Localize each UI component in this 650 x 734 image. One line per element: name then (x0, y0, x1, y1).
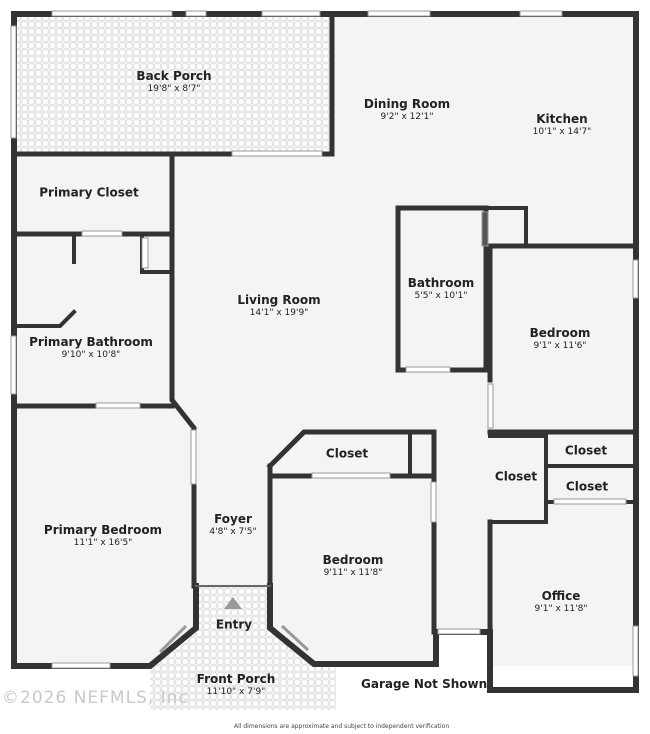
room-kitchen: Kitchen 10'1" x 14'7" (533, 112, 592, 138)
garage-note: Garage Not Shown (361, 677, 488, 691)
disclaimer-text: All dimensions are approximate and subje… (234, 723, 450, 730)
back-porch-tile (14, 14, 332, 154)
room-name: Front Porch (196, 671, 276, 686)
room-closet-right-top: Closet (565, 444, 607, 459)
room-living-room: Living Room 14'1" x 19'9" (237, 293, 320, 319)
room-name: Bedroom (529, 325, 591, 340)
room-name: Primary Bedroom (43, 522, 163, 537)
room-name: Office (541, 588, 581, 603)
room-name: Kitchen (536, 111, 588, 126)
room-dims: 10'1" x 14'7" (532, 126, 592, 137)
room-name: Closet (494, 469, 538, 484)
room-primary-bedroom: Primary Bedroom 11'1" x 16'5" (44, 523, 162, 549)
walls (11, 11, 639, 693)
room-dims: 4'8" x 7'5" (209, 526, 257, 537)
room-name: Closet (564, 443, 608, 458)
room-name: Closet (565, 479, 609, 494)
room-name: Bathroom (407, 275, 475, 290)
room-name: Living Room (237, 292, 321, 307)
room-name: Closet (325, 446, 369, 461)
room-dims: 5'5" x 10'1" (414, 290, 468, 301)
room-office: Office 9'1" x 11'8" (535, 589, 588, 615)
room-back-porch: Back Porch 19'8" x 8'7" (136, 69, 211, 95)
room-dining-room: Dining Room 9'2" x 12'1" (364, 97, 450, 123)
windows (10, 10, 639, 677)
room-bathroom: Bathroom 5'5" x 10'1" (408, 276, 474, 302)
room-name: Primary Closet (39, 185, 139, 200)
room-closet-right-mid: Closet (495, 470, 537, 485)
room-primary-closet: Primary Closet (39, 186, 139, 201)
room-bedroom-right: Bedroom 9'1" x 11'6" (530, 326, 591, 352)
room-name: Dining Room (363, 96, 451, 111)
room-closet-mid: Closet (326, 447, 368, 462)
room-dims: 9'2" x 12'1" (380, 111, 434, 122)
room-dims: 9'11" x 11'8" (323, 567, 383, 578)
room-foyer: Foyer 4'8" x 7'5" (209, 512, 256, 538)
room-name: Foyer (214, 511, 252, 526)
room-closet-right-bottom: Closet (566, 480, 608, 495)
room-name: Bedroom (322, 552, 384, 567)
room-bedroom-center: Bedroom 9'11" x 11'8" (323, 553, 384, 579)
room-dims: 9'1" x 11'6" (533, 340, 587, 351)
entry-arrow-icon (224, 597, 242, 609)
room-name: Primary Bathroom (29, 334, 153, 349)
copyright-watermark: ©2026 NEFMLS, Inc (2, 688, 189, 708)
room-name: Back Porch (136, 68, 212, 83)
room-name: Entry (215, 617, 253, 632)
room-dims: 9'1" x 11'8" (534, 603, 588, 614)
room-dims: 14'1" x 19'9" (249, 307, 309, 318)
room-front-porch: Front Porch 11'10" x 7'9" (197, 672, 276, 698)
room-dims: 11'1" x 16'5" (73, 537, 133, 548)
room-dims: 9'10" x 10'8" (61, 349, 121, 360)
room-primary-bathroom: Primary Bathroom 9'10" x 10'8" (29, 335, 153, 361)
room-dims: 19'8" x 8'7" (147, 83, 201, 94)
room-dims: 11'10" x 7'9" (206, 686, 266, 697)
room-entry: Entry (216, 618, 252, 633)
